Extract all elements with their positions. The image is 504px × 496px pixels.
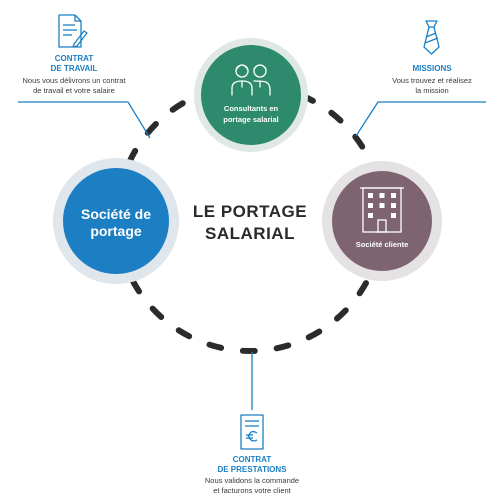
annotation-contrat-prestations-text-line1: Nous validons la commande <box>204 476 300 485</box>
node-consultants-circle <box>201 45 301 145</box>
necktie-icon <box>423 20 440 55</box>
diagram-title-line1: LE PORTAGE <box>192 202 308 221</box>
annotation-contrat-travail: CONTRAT DE TRAVAIL Nous vous délivrons u… <box>0 54 148 96</box>
annotation-contrat-prestations-title-line1: CONTRAT <box>232 455 272 464</box>
node-societe-portage-circle <box>63 168 169 274</box>
document-pen-icon <box>58 14 88 48</box>
annotation-contrat-prestations-text-line2: et facturons votre client <box>213 486 291 495</box>
annotation-missions: MISSIONS Vous trouvez et réalisez la mis… <box>376 64 488 96</box>
node-consultants-label-line2: portage salarial <box>223 115 279 124</box>
connector-contrat-travail <box>18 101 151 139</box>
annotation-contrat-prestations: CONTRAT DE PRESTATIONS Nous validons la … <box>187 455 317 496</box>
connector-missions <box>355 101 486 137</box>
annotation-contrat-travail-title-line2: DE TRAVAIL <box>50 64 98 73</box>
connector-lines <box>18 101 486 410</box>
annotation-contrat-travail-text-line2: de travail et votre salaire <box>33 86 115 95</box>
annotation-missions-text-line1: Vous trouvez et réalisez <box>392 76 472 85</box>
node-consultants-label: Consultants en portage salarial <box>206 103 296 125</box>
euro-invoice-icon <box>240 414 264 450</box>
node-societe-portage-label: Société de portage <box>66 206 166 240</box>
diagram-title-line2: SALARIAL <box>205 224 295 243</box>
node-consultants <box>194 38 308 152</box>
node-societe-portage-label-line2: portage <box>90 223 142 239</box>
node-societe-cliente <box>322 161 442 281</box>
annotation-contrat-travail-title-line1: CONTRAT <box>54 54 94 63</box>
node-societe-portage <box>53 158 179 284</box>
annotation-missions-text-line2: la mission <box>415 86 449 95</box>
consultants-people-icon <box>231 64 271 96</box>
annotation-missions-title: MISSIONS <box>412 64 452 73</box>
node-societe-cliente-circle <box>332 171 432 271</box>
node-consultants-label-line1: Consultants en <box>223 104 279 113</box>
annotation-contrat-travail-text-line1: Nous vous délivrons un contrat <box>22 76 126 85</box>
node-societe-portage-label-line1: Société de <box>80 206 152 222</box>
diagram-title: LE PORTAGE SALARIAL <box>170 201 330 245</box>
annotation-contrat-prestations-title-line2: DE PRESTATIONS <box>217 465 287 474</box>
building-icon <box>360 187 404 233</box>
node-societe-cliente-label: Société cliente <box>355 240 409 249</box>
